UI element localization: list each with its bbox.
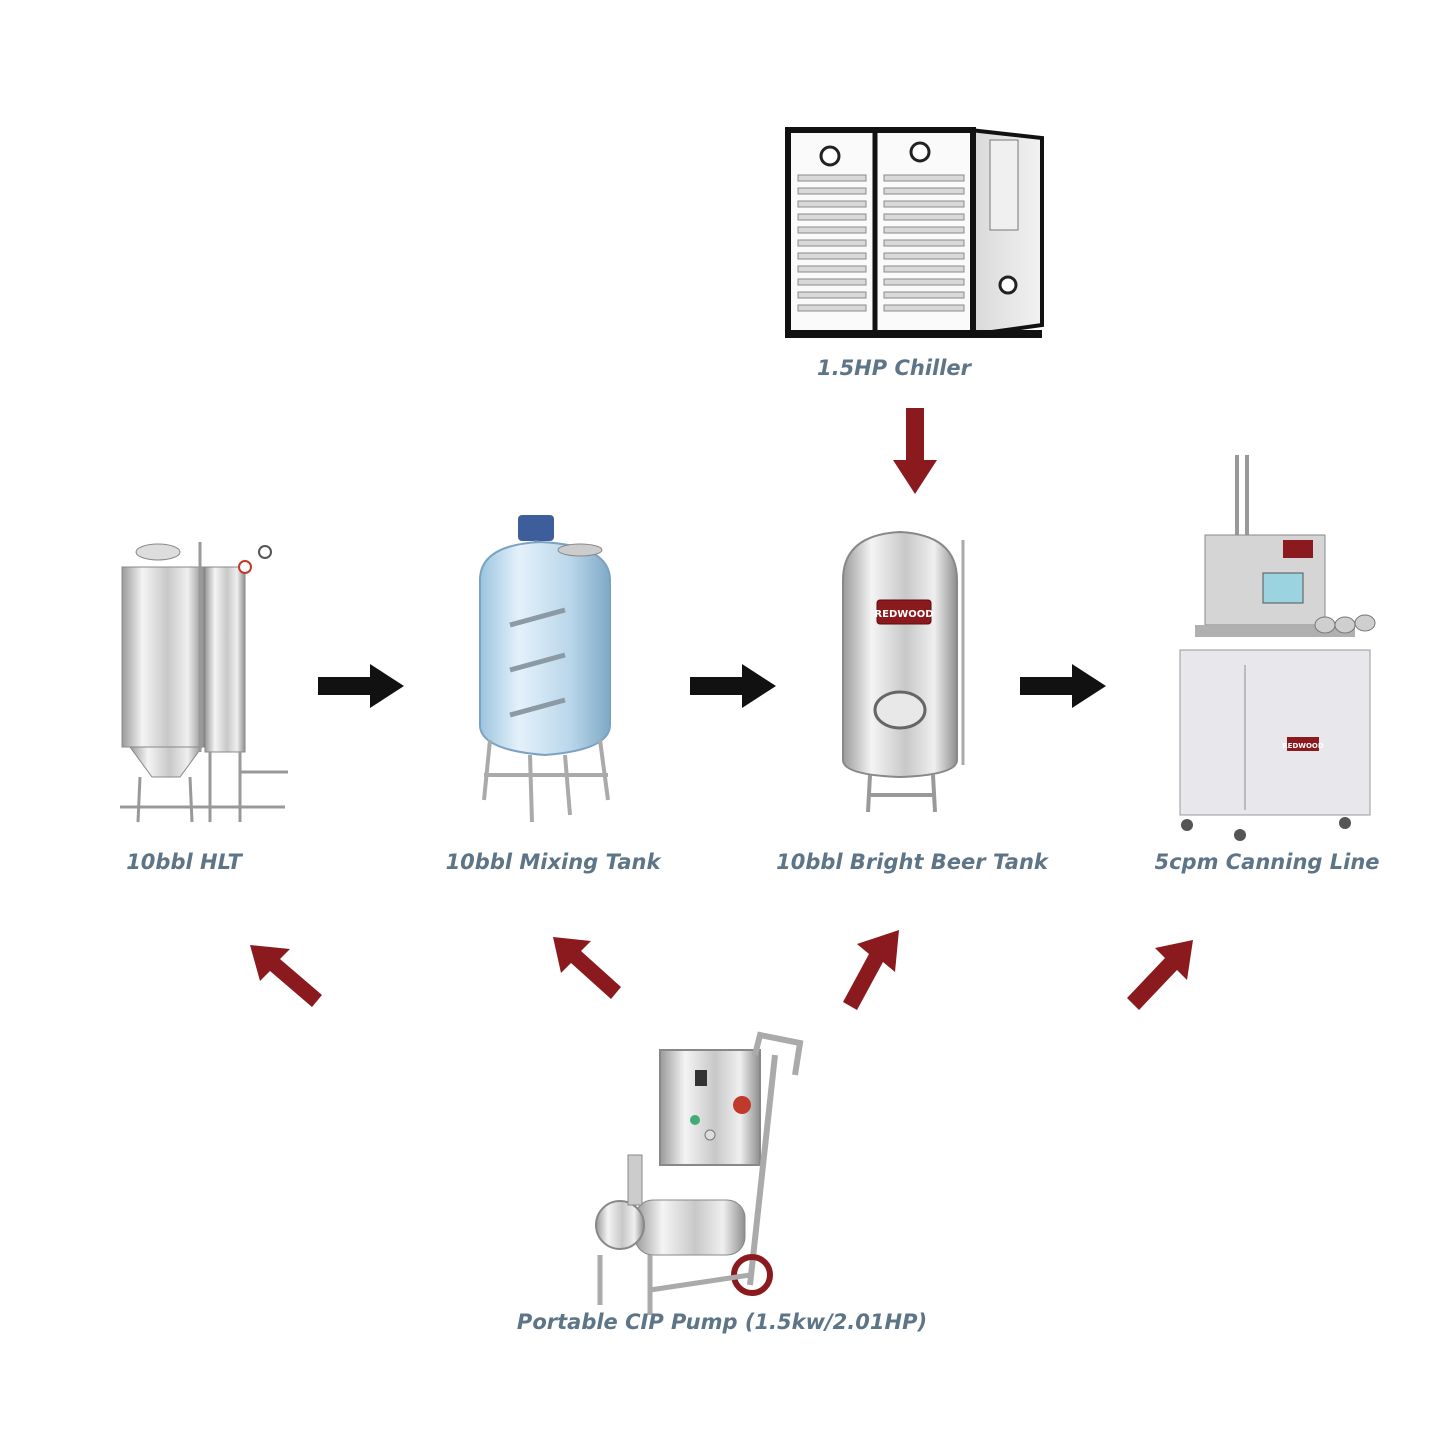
hlt-label: 10bbl HLT [126, 850, 242, 874]
mixing-tank-label: 10bbl Mixing Tank [445, 850, 661, 874]
chiller-image [785, 127, 1044, 338]
bright-tank-image: REDWOOD [842, 530, 965, 813]
redwood-logo-tank: REDWOOD [874, 609, 933, 620]
bright-tank-label: 10bbl Bright Beer Tank [776, 850, 1048, 874]
cip-pump-image [595, 1031, 804, 1315]
arrow-bright-to-canning [1020, 664, 1106, 708]
arrow-mixing-to-bright [690, 664, 776, 708]
canning-line-image: REDWOOD [1179, 455, 1376, 841]
canning-line-label: 5cpm Canning Line [1154, 850, 1380, 874]
arrow-cip-to-hlt [250, 945, 322, 1007]
arrow-hlt-to-mixing [318, 664, 404, 708]
arrow-cip-to-canning [1127, 940, 1193, 1010]
redwood-logo-canner: REDWOOD [1282, 742, 1324, 750]
arrow-cip-to-mixing [553, 937, 621, 999]
chiller-label: 1.5HP Chiller [816, 356, 972, 380]
mixing-tank-image [479, 515, 611, 823]
arrow-cip-to-bright [843, 930, 899, 1010]
cip-pump-label: Portable CIP Pump (1.5kw/2.01HP) [516, 1310, 928, 1334]
arrow-chiller-to-bright [893, 408, 937, 494]
hlt-image [120, 542, 288, 823]
